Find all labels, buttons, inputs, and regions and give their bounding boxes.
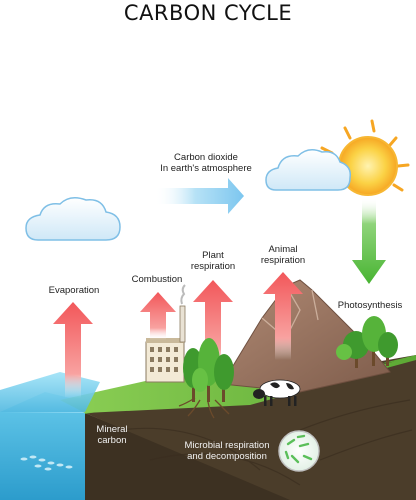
mountain-icon: [221, 279, 391, 393]
evaporation-arrow: [53, 302, 93, 398]
tree-icon: [336, 316, 398, 368]
combustion-arrow: [140, 292, 176, 340]
combustion-label: Combustion: [131, 274, 183, 285]
atmosphere-label: Carbon dioxide In earth's atmosphere: [160, 152, 252, 174]
cloud-icon: [25, 197, 121, 241]
plant-respiration-arrow: [193, 280, 233, 372]
cloud-icon: [265, 149, 352, 191]
mineral-carbon-label: Mineral carbon: [96, 424, 128, 446]
fish-icon: [20, 455, 73, 471]
water-surface: [0, 372, 100, 412]
microbe-icon: [278, 430, 320, 472]
soil-block: [85, 355, 416, 500]
sun-icon: [320, 119, 410, 196]
tree-icon: [178, 338, 234, 419]
photosynthesis-label: Photosynthesis: [337, 300, 403, 311]
plant-respiration-label: Plant respiration: [190, 250, 236, 272]
factory-icon: [145, 284, 186, 383]
photosynthesis-arrow: [352, 198, 386, 284]
atmosphere-arrow: [155, 178, 244, 214]
evaporation-label: Evaporation: [48, 285, 100, 296]
cow-icon: [253, 379, 301, 406]
animal-respiration-arrow: [263, 272, 303, 360]
animal-respiration-label: Animal respiration: [260, 244, 306, 266]
diagram-title: CARBON CYCLE: [123, 1, 293, 25]
microbial-label: Microbial respiration and decomposition: [184, 440, 270, 462]
